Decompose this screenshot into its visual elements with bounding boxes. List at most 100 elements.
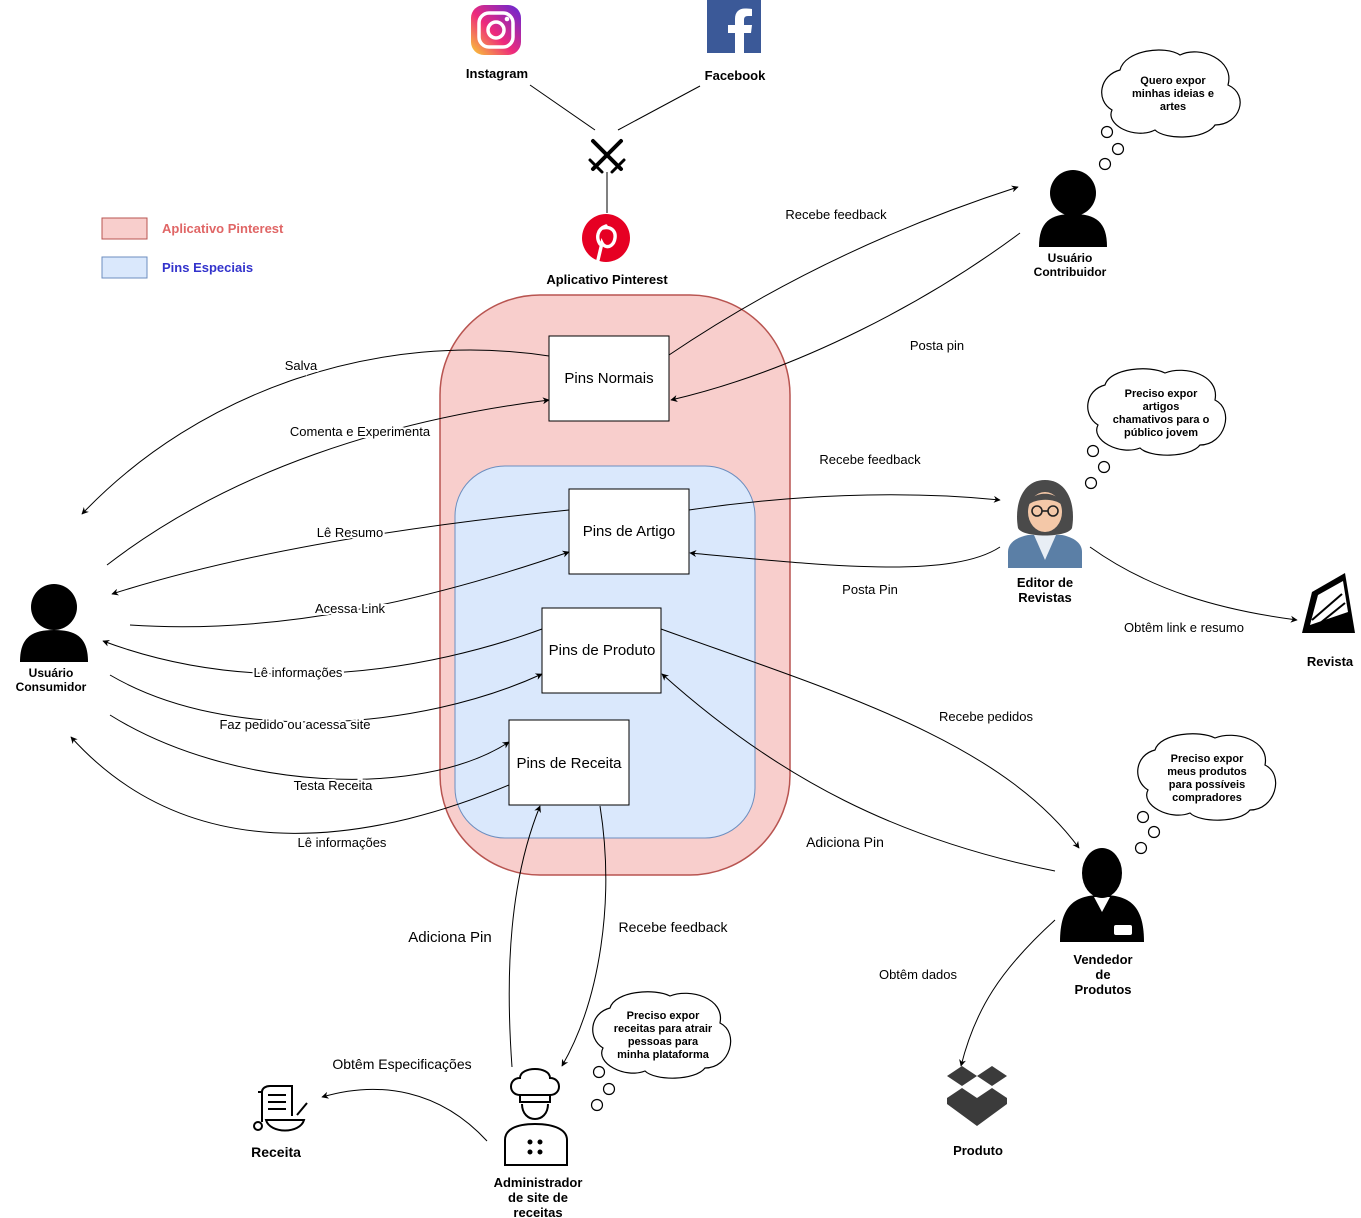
revista-node[interactable]: Revista (1302, 573, 1355, 669)
edge-le-resumo (111, 509, 570, 596)
consumidor-label-1: Usuário (29, 666, 74, 680)
edge-recebe-feedback-admin (561, 805, 607, 1067)
legend-special-label: Pins Especiais (162, 260, 253, 275)
edge-obtem-especificacoes (321, 1088, 488, 1142)
instagram-icon (471, 5, 521, 55)
label-adiciona-pin-admin: Adiciona Pin (408, 929, 491, 946)
instagram-node[interactable]: Instagram (466, 5, 528, 81)
edge-acessa-link (129, 550, 570, 628)
label-obtem-especificacoes: Obtêm Especificações (332, 1056, 471, 1072)
edge-obtem-link (1089, 546, 1298, 623)
revista-label: Revista (1307, 654, 1354, 669)
thought-editor-line-3: chamativos para o (1113, 414, 1210, 426)
edges (70, 185, 1298, 1142)
contribuidor-label-2: Contribuidor (1034, 265, 1107, 279)
pins-receita-label: Pins de Receita (516, 755, 622, 772)
produto-label: Produto (953, 1143, 1003, 1158)
label-recebe-feedback-contrib: Recebe feedback (785, 207, 887, 222)
thought-editor-line-1: Preciso expor (1125, 388, 1198, 400)
contribuidor-node[interactable]: Usuário Contribuidor (1034, 170, 1107, 279)
edge-labels: Recebe feedback Posta pin Salva Comenta … (217, 205, 1245, 1074)
thought-administrador-line-2: receitas para atrair (614, 1023, 713, 1035)
legend-app-label: Aplicativo Pinterest (162, 221, 284, 236)
pins-normais-box[interactable]: Pins Normais (548, 335, 670, 422)
app-node[interactable]: Aplicativo Pinterest (546, 214, 668, 287)
legend-special-swatch (101, 256, 148, 279)
label-obtem-dados: Obtêm dados (879, 967, 958, 982)
label-recebe-pedidos: Recebe pedidos (939, 709, 1033, 724)
thought-vendedor-line-2: meus produtos (1167, 766, 1246, 778)
vendedor-label-1: Vendedor (1073, 952, 1132, 967)
thought-editor-line-4: público jovem (1124, 427, 1198, 439)
vendedor-node[interactable]: Vendedor de Produtos (1060, 848, 1144, 997)
facebook-label: Facebook (705, 68, 766, 83)
pins-normais-label: Pins Normais (564, 370, 653, 387)
pins-produto-box[interactable]: Pins de Produto (541, 607, 662, 694)
label-posta-pin-contrib: Posta pin (910, 338, 964, 353)
thought-vendedor: Preciso expor meus produtos para possíve… (1134, 733, 1277, 855)
label-le-resumo: Lê Resumo (317, 525, 383, 540)
chef-icon (504, 1068, 568, 1166)
label-recebe-feedback-admin: Recebe feedback (619, 919, 729, 935)
recipe-icon (253, 1085, 308, 1132)
edge-posta-pin-contrib (670, 232, 1021, 402)
instagram-label: Instagram (466, 66, 528, 81)
thought-contribuidor-line-3: artes (1160, 101, 1186, 113)
thought-vendedor-line-4: compradores (1172, 792, 1242, 804)
label-testa-receita: Testa Receita (294, 778, 374, 793)
edge-comenta (106, 397, 550, 566)
thought-administrador-line-1: Preciso expor (627, 1010, 700, 1022)
label-recebe-feedback-editor: Recebe feedback (819, 452, 921, 467)
receita-node[interactable]: Receita (251, 1085, 308, 1160)
thought-contribuidor: Quero expor minhas ideias e artes (1098, 49, 1241, 171)
facebook-node[interactable]: Facebook (705, 0, 766, 83)
crossed-swords-icon (588, 139, 626, 174)
label-adiciona-pin-vendedor: Adiciona Pin (806, 834, 884, 850)
consumidor-label-2: Consumidor (16, 680, 87, 694)
label-posta-pin-editor: Posta Pin (842, 582, 898, 597)
label-acessa-link: Acessa Link (315, 601, 386, 616)
label-faz-pedido: Faz pedido ou acessa site (219, 717, 370, 732)
edge-le-info-receita (70, 736, 510, 834)
edge-testa-receita (109, 714, 510, 780)
editor-label-1: Editor de (1017, 575, 1073, 590)
edge-adiciona-pin-vendedor (661, 673, 1056, 872)
contribuidor-label-1: Usuário (1048, 251, 1093, 265)
administrador-label-1: Administrador (494, 1175, 583, 1190)
administrador-node[interactable]: Administrador de site de receitas (494, 1068, 583, 1218)
user-icon (1039, 170, 1107, 247)
thought-administrador-line-4: minha plataforma (617, 1049, 710, 1061)
pins-receita-box[interactable]: Pins de Receita (508, 719, 630, 806)
thought-administrador: Preciso expor receitas para atrair pesso… (590, 991, 732, 1112)
vendedor-label-3: Produtos (1074, 982, 1131, 997)
administrador-label-2: de site de (508, 1190, 568, 1205)
edge-instagram-swords (529, 84, 596, 131)
facebook-icon (707, 0, 761, 53)
consumidor-node[interactable]: Usuário Consumidor (16, 584, 88, 694)
administrador-label-3: receitas (513, 1205, 562, 1218)
label-comenta: Comenta e Experimenta (290, 424, 431, 439)
thought-editor-line-2: artigos (1143, 401, 1180, 413)
receita-label: Receita (251, 1144, 301, 1160)
pins-artigo-label: Pins de Artigo (583, 523, 676, 540)
pinterest-icon (582, 214, 630, 262)
thought-administrador-line-3: pessoas para (628, 1036, 699, 1048)
legend: Aplicativo Pinterest Pins Especiais (101, 217, 284, 279)
edge-adiciona-pin-admin (508, 805, 541, 1068)
editor-node[interactable]: Editor de Revistas (1008, 480, 1082, 605)
edge-facebook-swords (617, 85, 701, 131)
app-label: Aplicativo Pinterest (546, 272, 668, 287)
user-icon (20, 584, 88, 662)
box-icon (947, 1066, 1007, 1126)
edge-recebe-pedidos (660, 628, 1080, 849)
edge-recebe-feedback-editor (688, 494, 1001, 511)
vendedor-label-2: de (1095, 967, 1110, 982)
thought-editor: Preciso expor artigos chamativos para o … (1084, 368, 1227, 490)
produto-node[interactable]: Produto (947, 1066, 1007, 1158)
editor-label-2: Revistas (1018, 590, 1071, 605)
edge-salva (81, 349, 550, 515)
pins-artigo-box[interactable]: Pins de Artigo (568, 488, 690, 575)
thought-contribuidor-line-1: Quero expor (1140, 75, 1206, 87)
label-salva: Salva (285, 358, 318, 373)
